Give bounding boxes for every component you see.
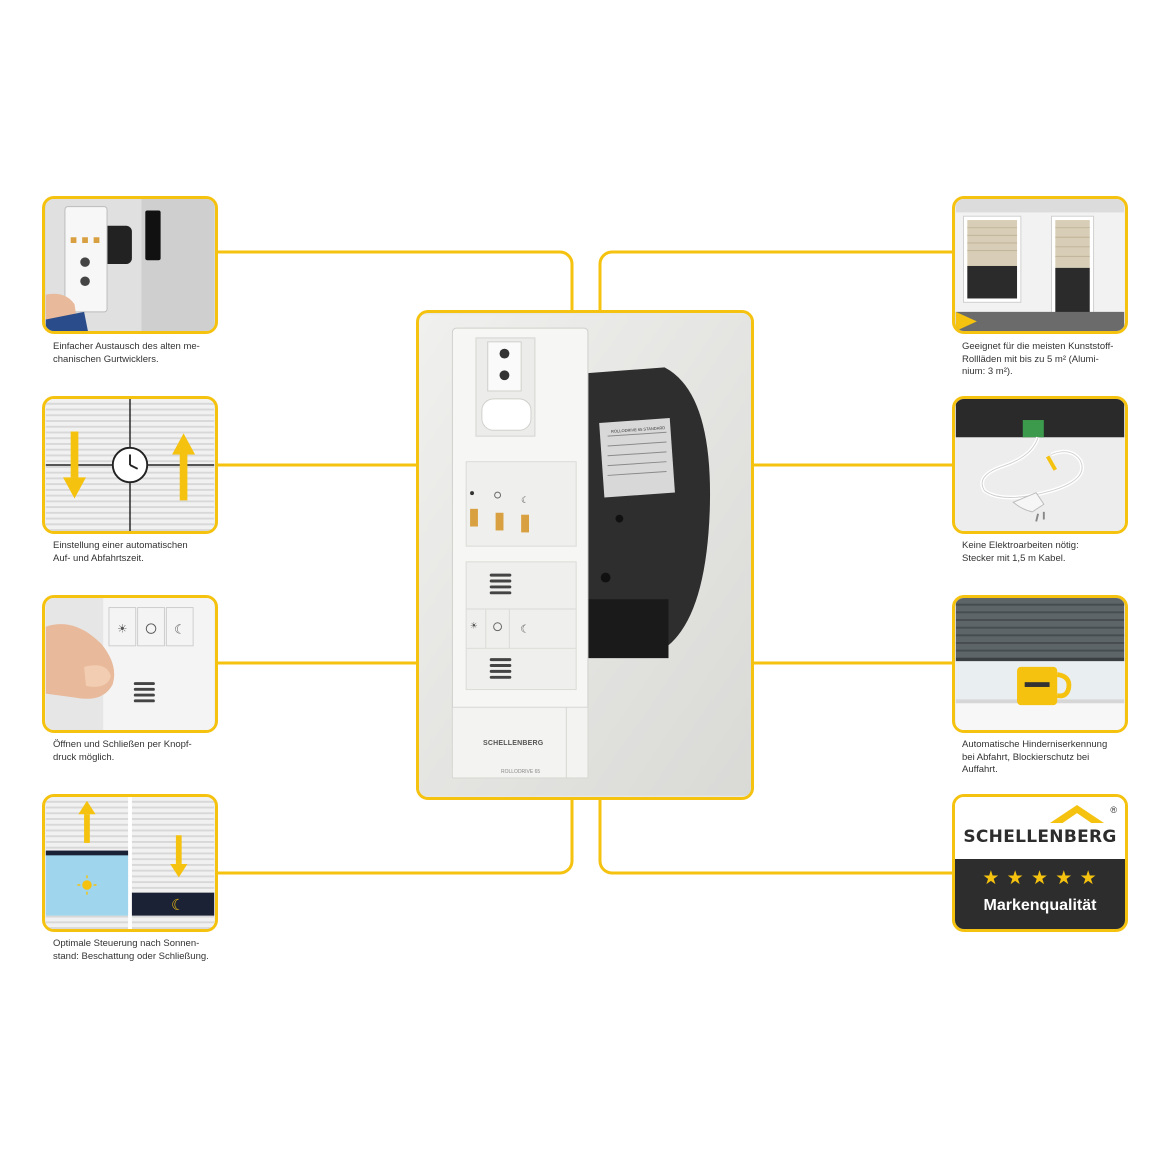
caption-plug: Keine Elektroarbeiten nötig: Stecker mit… xyxy=(962,540,1079,564)
stars-rating: ★ ★ ★ ★ ★ xyxy=(982,868,1098,889)
product-brand-label: SCHELLENBERG xyxy=(483,740,544,747)
quality-panel: ★ ★ ★ ★ ★ Markenqualität xyxy=(955,859,1125,929)
clock-icon xyxy=(111,446,149,484)
feature-box-plug xyxy=(952,396,1128,534)
sun-moon-icon: ☾ xyxy=(45,797,215,929)
caption-windows: Geeignet für die meisten Kunststoff- Rol… xyxy=(962,341,1114,377)
product-model-label: ROLLODRIVE 65 xyxy=(501,769,541,775)
caption-replacement: Einfacher Austausch des alten me- chanis… xyxy=(53,341,200,365)
roof-logo-icon xyxy=(1050,805,1104,823)
cup-shutter-photo xyxy=(955,598,1125,730)
window-shutter-photo xyxy=(955,199,1125,331)
feature-box-timer xyxy=(42,396,218,534)
product-box: ☾ ☀ ☾ SCHELLENBERG ROLLODRIVE 65 ROLLODR… xyxy=(416,310,754,800)
quality-label: Markenqualität xyxy=(983,897,1097,914)
registered-mark: ® xyxy=(1110,805,1117,815)
product-image: ☾ ☀ ☾ xyxy=(419,314,751,796)
brand-logo-area: ® SCHELLENBERG xyxy=(955,797,1125,859)
svg-text:☀: ☀ xyxy=(117,623,127,635)
svg-text:☾: ☾ xyxy=(520,624,530,636)
feature-box-obstacle xyxy=(952,595,1128,733)
svg-text:☾: ☾ xyxy=(171,897,185,914)
caption-sun: Optimale Steuerung nach Sonnen- stand: B… xyxy=(53,938,209,962)
svg-text:☀: ☀ xyxy=(470,621,478,631)
finger-button-photo: ☀ ☾ xyxy=(45,598,215,730)
feature-box-windows xyxy=(952,196,1128,334)
svg-text:☾: ☾ xyxy=(521,495,529,505)
caption-obstacle: Automatische Hinderniserkennung bei Abfa… xyxy=(962,739,1108,775)
feature-box-replacement xyxy=(42,196,218,334)
brand-name: SCHELLENBERG xyxy=(963,827,1117,847)
brand-badge: ® SCHELLENBERG ★ ★ ★ ★ ★ Markenqualität xyxy=(952,794,1128,932)
timer-illustration xyxy=(45,399,215,531)
svg-text:☾: ☾ xyxy=(174,622,185,636)
caption-timer: Einstellung einer automatischen Auf- und… xyxy=(53,540,188,564)
plug-cable-photo xyxy=(955,399,1125,531)
caption-button: Öffnen und Schließen per Knopf- druck mö… xyxy=(53,739,192,763)
gurtwickler-photo xyxy=(45,199,215,331)
feature-box-sun: ☾ xyxy=(42,794,218,932)
feature-box-button: ☀ ☾ xyxy=(42,595,218,733)
